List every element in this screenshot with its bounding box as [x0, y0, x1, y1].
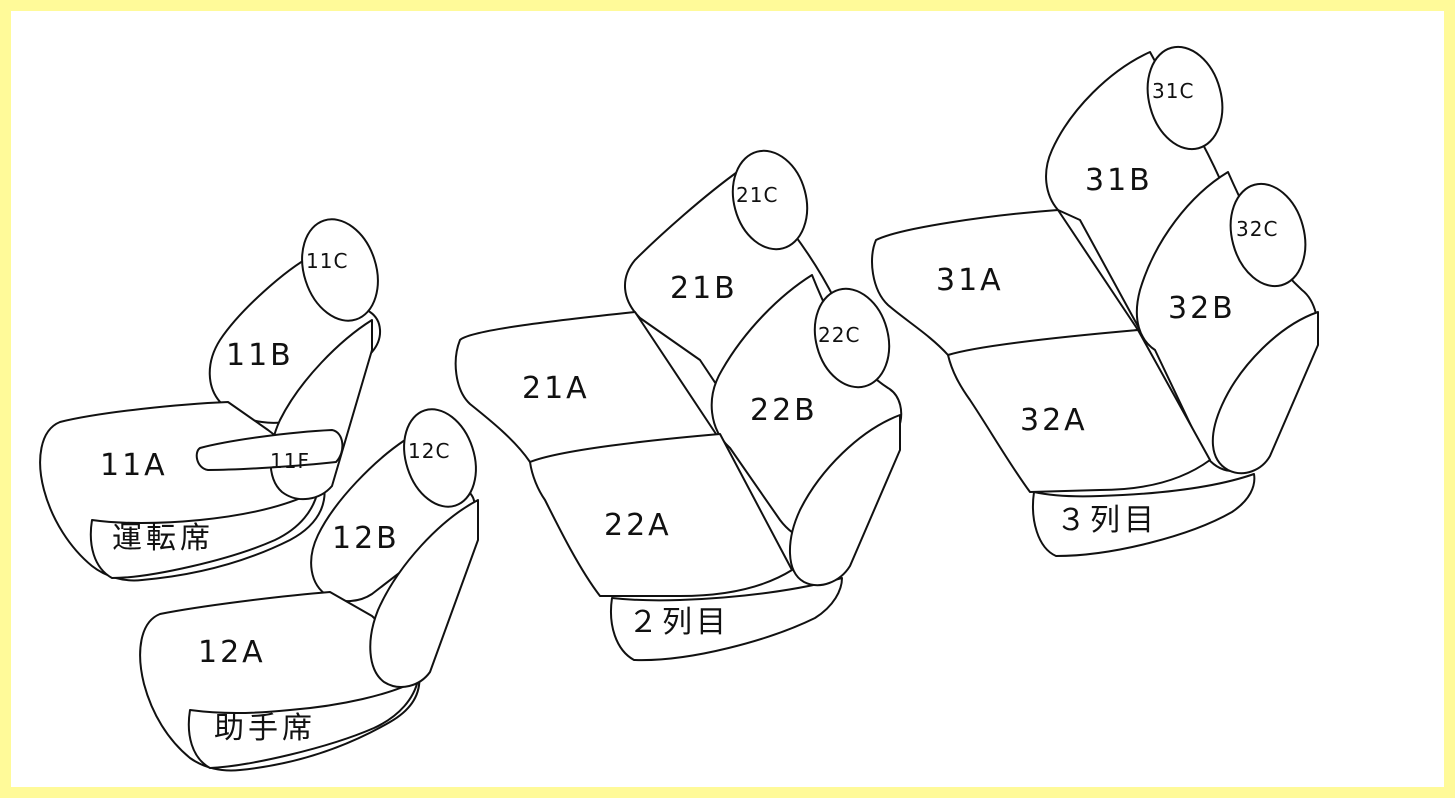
row3-cushion: [871, 209, 1139, 356]
row2-cushion-front: [610, 577, 843, 662]
driver-caption: 運転席: [112, 521, 214, 556]
row2-right-headrest: [813, 287, 891, 389]
row2-cushion-lower: [529, 433, 793, 597]
passenger-headrest: [403, 408, 477, 508]
row3-right-backrest-label: 32B: [1168, 291, 1236, 326]
driver-armrest: [195, 429, 344, 471]
driver-headrest: [301, 218, 379, 322]
row2-left-cushion-label: 21A: [522, 371, 590, 406]
row2-left-backrest-label: 21B: [670, 271, 738, 306]
passenger-caption: 助手席: [214, 711, 316, 746]
passenger-seat: 12C 12B 12A 助手席: [139, 408, 479, 772]
driver-backrest-label: 11B: [226, 338, 294, 373]
row3-left-headrest-label: 31C: [1152, 79, 1194, 103]
row2-side-bolster: [789, 414, 901, 587]
row2-cushion: [454, 311, 721, 463]
row2-right-cushion-label: 22A: [604, 508, 672, 543]
driver-cushion-front: [89, 489, 319, 579]
passenger-cushion-front: [187, 679, 419, 769]
row3-right-headrest: [1229, 182, 1307, 288]
row2-right-backrest-label: 22B: [750, 393, 818, 428]
row3-right-headrest-label: 32C: [1236, 217, 1278, 241]
row3-left-cushion-label: 31A: [936, 263, 1004, 298]
row3-cushion-front: [1032, 473, 1256, 557]
row2-left-headrest-label: 21C: [736, 183, 778, 207]
row3-caption: ３列目: [1056, 503, 1158, 538]
row2-left-headrest: [731, 149, 809, 251]
passenger-cushion-label: 12A: [198, 635, 266, 670]
passenger-headrest-label: 12C: [408, 439, 450, 463]
passenger-side-bolster: [369, 499, 479, 688]
row3-left-headrest: [1146, 45, 1224, 151]
driver-headrest-label: 11C: [306, 249, 348, 273]
row3-cushion-lower: [947, 329, 1211, 493]
passenger-backrest-label: 12B: [332, 521, 400, 556]
row3-left-backrest-label: 31B: [1085, 163, 1153, 198]
row3-seat: 31C 32C 31B 32B 31A 32A ３列目: [871, 45, 1319, 557]
driver-seat: 11C 11B 11A 11F 運転席: [39, 218, 381, 582]
row2-caption: ２列目: [628, 605, 730, 640]
row2-right-headrest-label: 22C: [818, 323, 860, 347]
driver-armrest-label: 11F: [270, 449, 310, 473]
driver-cushion-label: 11A: [100, 448, 168, 483]
row2-seat: 21C 22C 21B 22B 21A 22A ２列目: [454, 149, 903, 662]
row3-side-bolster: [1211, 311, 1319, 475]
row3-right-cushion-label: 32A: [1020, 403, 1088, 438]
